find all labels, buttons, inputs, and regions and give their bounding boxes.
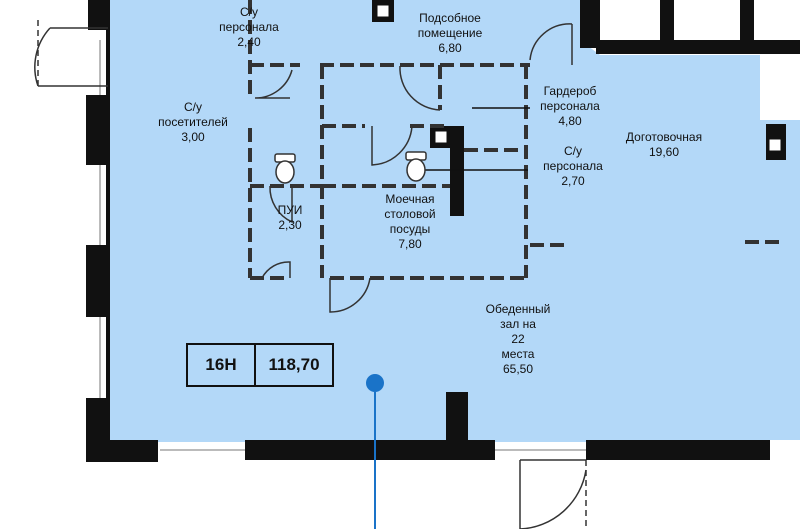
toilet-icon bbox=[405, 151, 427, 182]
unit-code: 16Н bbox=[188, 345, 256, 385]
unit-badge: 16Н 118,70 bbox=[186, 343, 334, 387]
marker-pointer-line bbox=[374, 392, 376, 529]
unit-area: 118,70 bbox=[268, 355, 320, 374]
location-marker-icon[interactable] bbox=[366, 374, 384, 392]
toilet-icon bbox=[274, 153, 296, 184]
fixtures bbox=[374, 2, 784, 154]
partitions bbox=[248, 0, 780, 280]
walls bbox=[86, 0, 800, 462]
door-swings bbox=[34, 20, 587, 529]
leader-lines bbox=[410, 107, 530, 171]
unit-floor bbox=[108, 0, 800, 442]
